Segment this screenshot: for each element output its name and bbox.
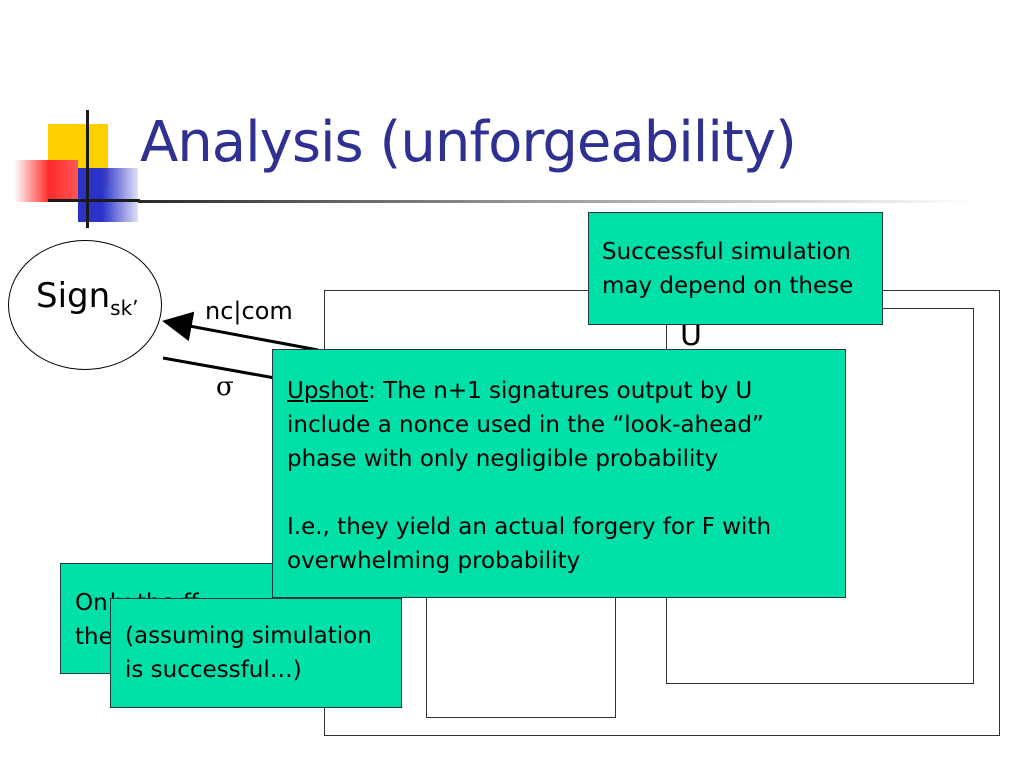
simulation-note-line-2: may depend on these <box>602 273 854 299</box>
sigma-label: σ <box>216 372 234 402</box>
conclusion-paragraph: I.e., they yield an actual forgery for F… <box>287 514 772 574</box>
title-decoration-vertical-line <box>86 110 89 228</box>
ncom-label: nc|com <box>205 297 293 325</box>
query-arrow <box>162 311 319 352</box>
title-decoration-horizontal-line <box>48 199 140 202</box>
simulation-dependency-note: Successful simulation may depend on thes… <box>588 212 883 325</box>
simulation-note-line-1: Successful simulation <box>602 239 851 265</box>
assumption-note: (assuming simulation is successful…) <box>110 598 402 708</box>
upshot-text: : The n+1 signatures output by U include… <box>287 378 764 472</box>
upshot-note: Upshot: The n+1 signatures output by U i… <box>272 349 846 598</box>
response-line <box>162 356 276 380</box>
upshot-paragraph: Upshot: The n+1 signatures output by U i… <box>287 374 833 476</box>
title-decoration-red-square <box>14 160 78 202</box>
assumption-line-1: (assuming simulation <box>125 623 372 649</box>
sign-oracle-label: Signsk’ <box>36 276 139 320</box>
sign-label-subscript: sk’ <box>110 296 139 320</box>
sign-label-main: Sign <box>36 276 111 316</box>
assumption-line-2: is successful…) <box>125 657 302 683</box>
partial-note-line-2: the <box>75 624 113 650</box>
upshot-word: Upshot <box>287 378 369 404</box>
slide-title: Analysis (unforgeability) <box>140 110 797 175</box>
u-label: U <box>680 318 702 353</box>
sign-oracle-oval <box>8 240 162 370</box>
title-underline-rule <box>138 200 978 203</box>
